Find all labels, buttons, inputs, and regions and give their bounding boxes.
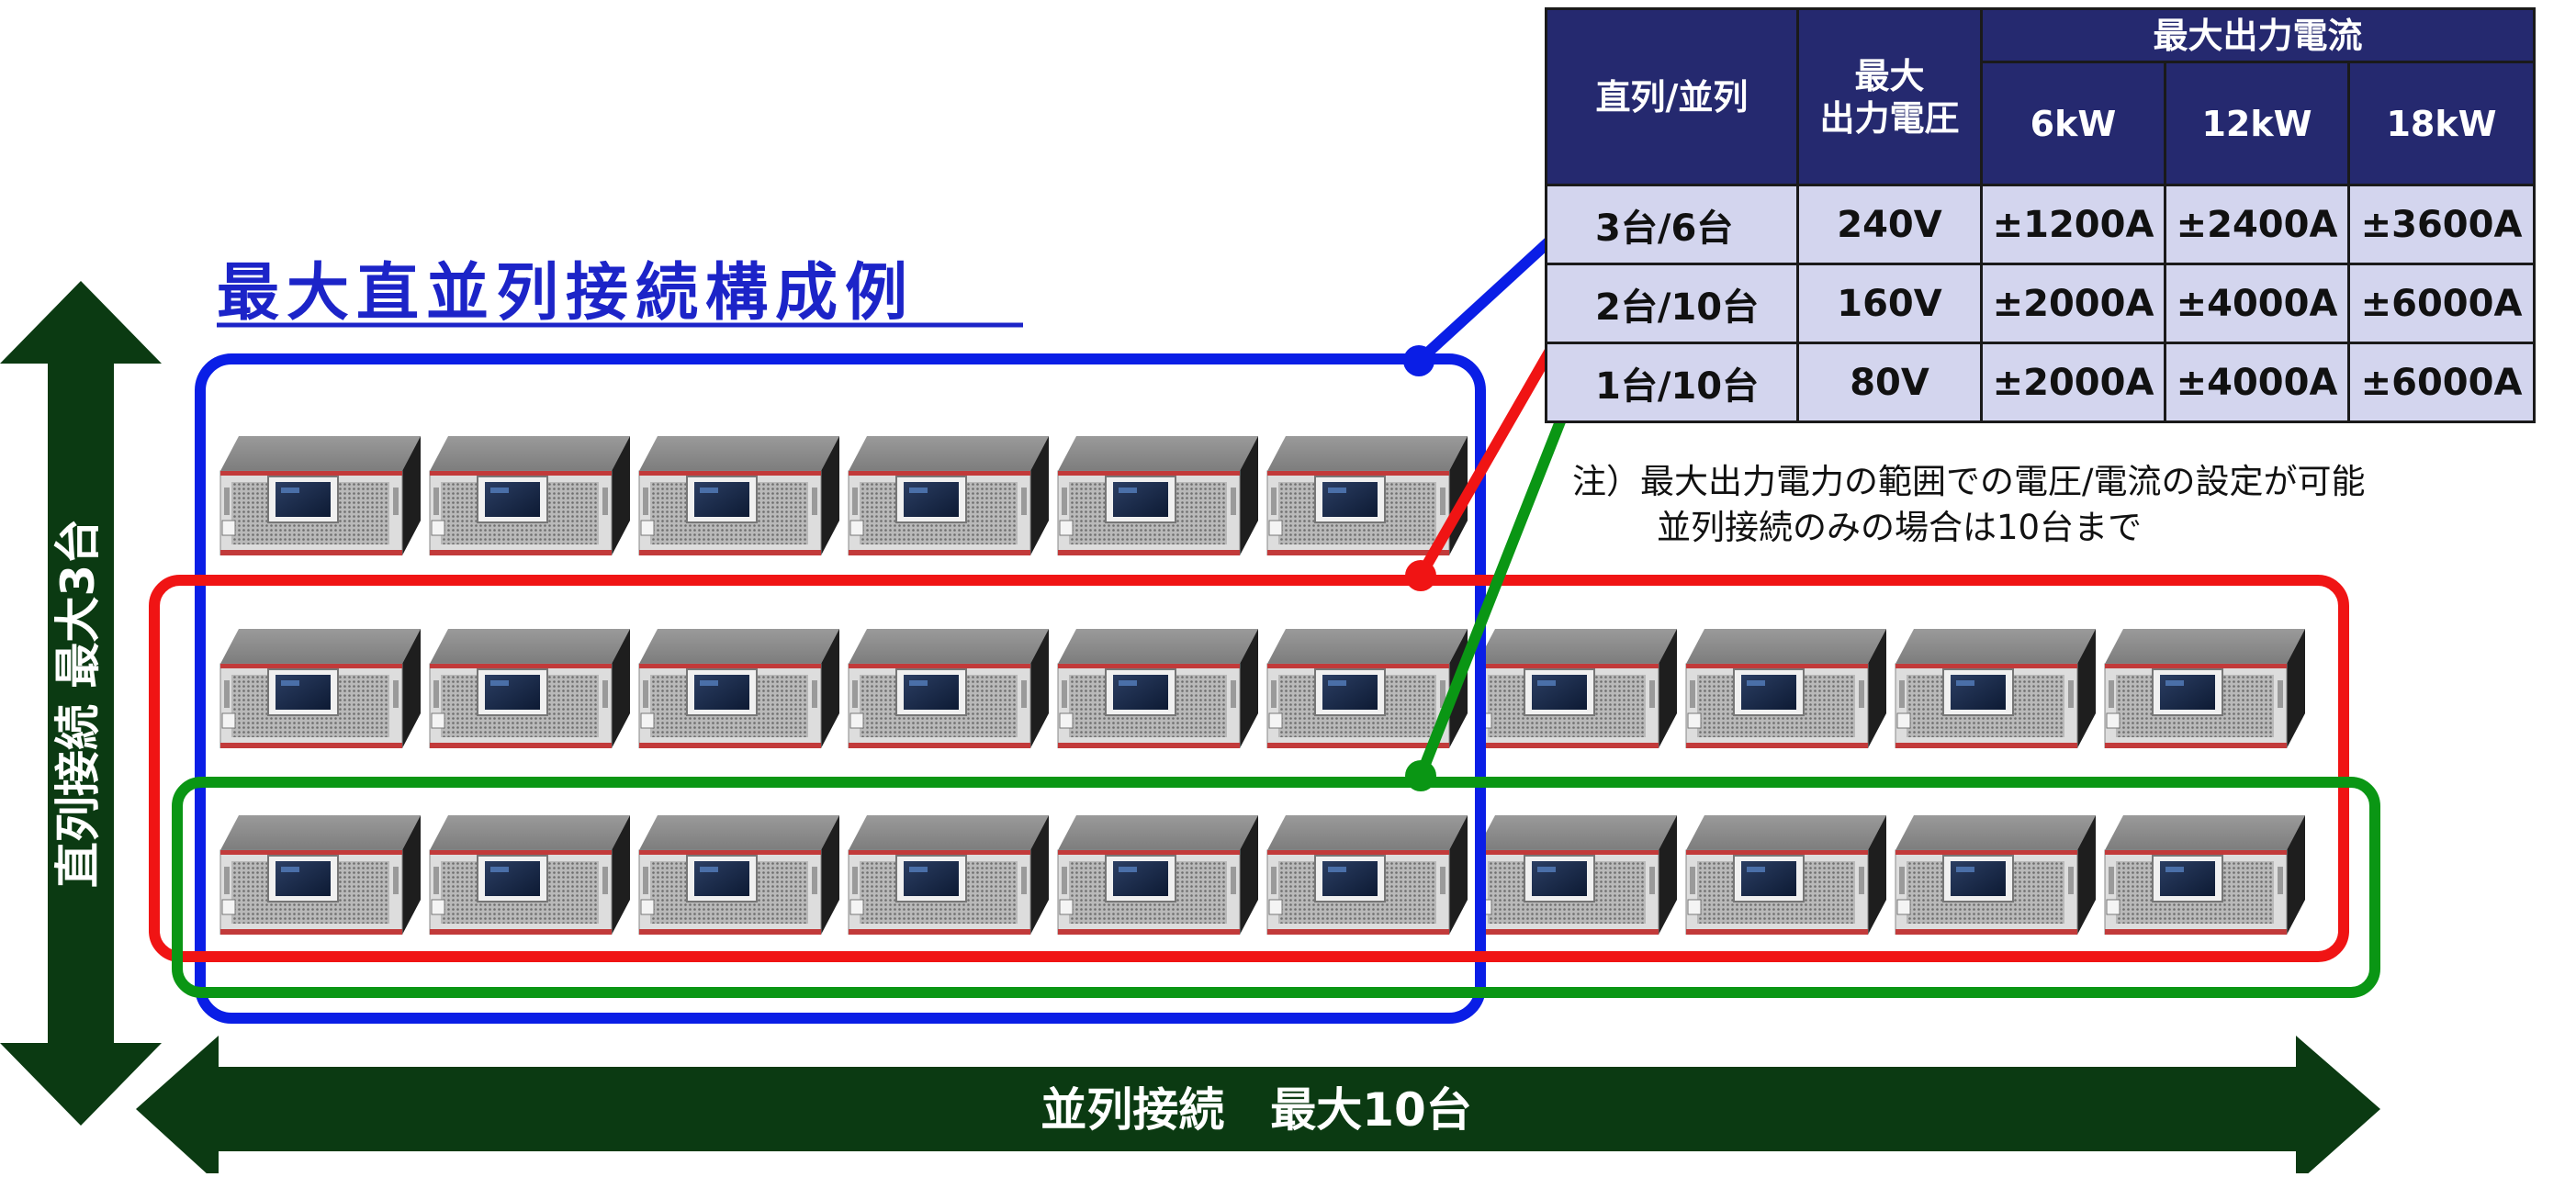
- header-power-6kw: 6kW: [1980, 61, 2166, 186]
- row-current-6kw: ±2000A: [1980, 342, 2166, 423]
- row-current-18kw: ±6000A: [2346, 342, 2537, 423]
- vertical-double-arrow: [0, 281, 162, 1126]
- table-row: 2台/10台 160V ±2000A ±4000A ±6000A: [1545, 263, 2537, 344]
- note-line-2: 並列接続のみの場合は10台まで: [1657, 508, 2143, 547]
- header-current: 最大出力電流: [1979, 7, 2537, 63]
- psu-unit: [429, 436, 630, 555]
- row-voltage: 240V: [1796, 184, 1983, 265]
- psu-unit: [2104, 629, 2305, 748]
- red-group-outline: [149, 575, 2349, 962]
- row-current-12kw: ±4000A: [2164, 342, 2350, 423]
- row-voltage: 160V: [1796, 263, 1983, 344]
- psu-unit: [219, 629, 421, 748]
- row-current-12kw: ±4000A: [2164, 263, 2350, 344]
- horizontal-arrow-label: 並列接続 最大10台: [1041, 1083, 1472, 1137]
- psu-unit: [1685, 629, 1886, 748]
- row-config: 2台/10台: [1545, 263, 1799, 344]
- header-power-18kw: 18kW: [2346, 61, 2537, 186]
- row-config: 1台/10台: [1545, 342, 1799, 423]
- vertical-arrow-label: 直列接続 最大3台: [51, 519, 105, 888]
- row-current-6kw: ±1200A: [1980, 184, 2166, 265]
- row-config: 3台/6台: [1545, 184, 1799, 265]
- spec-table: 直列/並列 最大 出力電圧 最大出力電流 6kW 12kW 18kW 3台/6台…: [1545, 7, 2537, 423]
- psu-unit: [1057, 629, 1258, 748]
- row-current-6kw: ±2000A: [1980, 263, 2166, 344]
- blue-connector-dot: [1403, 345, 1434, 376]
- green-connector-line: [1415, 388, 1578, 779]
- header-voltage-line1: 最大: [1854, 55, 1925, 96]
- psu-unit: [1476, 629, 1677, 748]
- green-group-outline: [172, 777, 2380, 998]
- table-row: 3台/6台 240V ±1200A ±2400A ±3600A: [1545, 184, 2537, 265]
- row-voltage: 80V: [1796, 342, 1983, 423]
- psu-unit: [638, 815, 839, 935]
- psu-unit: [1266, 815, 1468, 935]
- header-voltage-line2: 出力電圧: [1819, 97, 1960, 139]
- psu-unit: [1895, 629, 2096, 748]
- psu-unit: [1685, 815, 1886, 935]
- psu-unit: [219, 436, 421, 555]
- psu-unit: [1476, 815, 1677, 935]
- note-text: 注）最大出力電力の範囲での電圧/電流の設定が可能 並列接続のみの場合は10台まで: [1572, 459, 2365, 551]
- psu-unit: [638, 629, 839, 748]
- psu-unit: [848, 815, 1049, 935]
- psu-unit: [429, 629, 630, 748]
- green-connector-dot: [1405, 760, 1436, 791]
- blue-group-outline: [195, 353, 1486, 1024]
- table-row: 1台/10台 80V ±2000A ±4000A ±6000A: [1545, 342, 2537, 423]
- header-config: 直列/並列: [1545, 7, 1799, 186]
- psu-unit: [638, 436, 839, 555]
- psu-unit: [219, 815, 421, 935]
- psu-unit: [848, 436, 1049, 555]
- psu-unit: [2104, 815, 2305, 935]
- header-voltage: 最大 出力電圧: [1796, 7, 1983, 186]
- psu-unit: [848, 629, 1049, 748]
- psu-unit: [1895, 815, 2096, 935]
- horizontal-double-arrow: [136, 1036, 2380, 1177]
- header-power-12kw: 12kW: [2164, 61, 2350, 186]
- diagram-title: 最大直並列接続構成例: [217, 257, 915, 330]
- psu-unit: [1057, 815, 1258, 935]
- note-line-1: 注）最大出力電力の範囲での電圧/電流の設定が可能: [1572, 462, 2366, 501]
- psu-unit: [1057, 436, 1258, 555]
- red-connector-dot: [1405, 560, 1436, 591]
- row-current-18kw: ±6000A: [2346, 263, 2537, 344]
- psu-unit: [429, 815, 630, 935]
- row-current-18kw: ±3600A: [2346, 184, 2537, 265]
- row-current-12kw: ±2400A: [2164, 184, 2350, 265]
